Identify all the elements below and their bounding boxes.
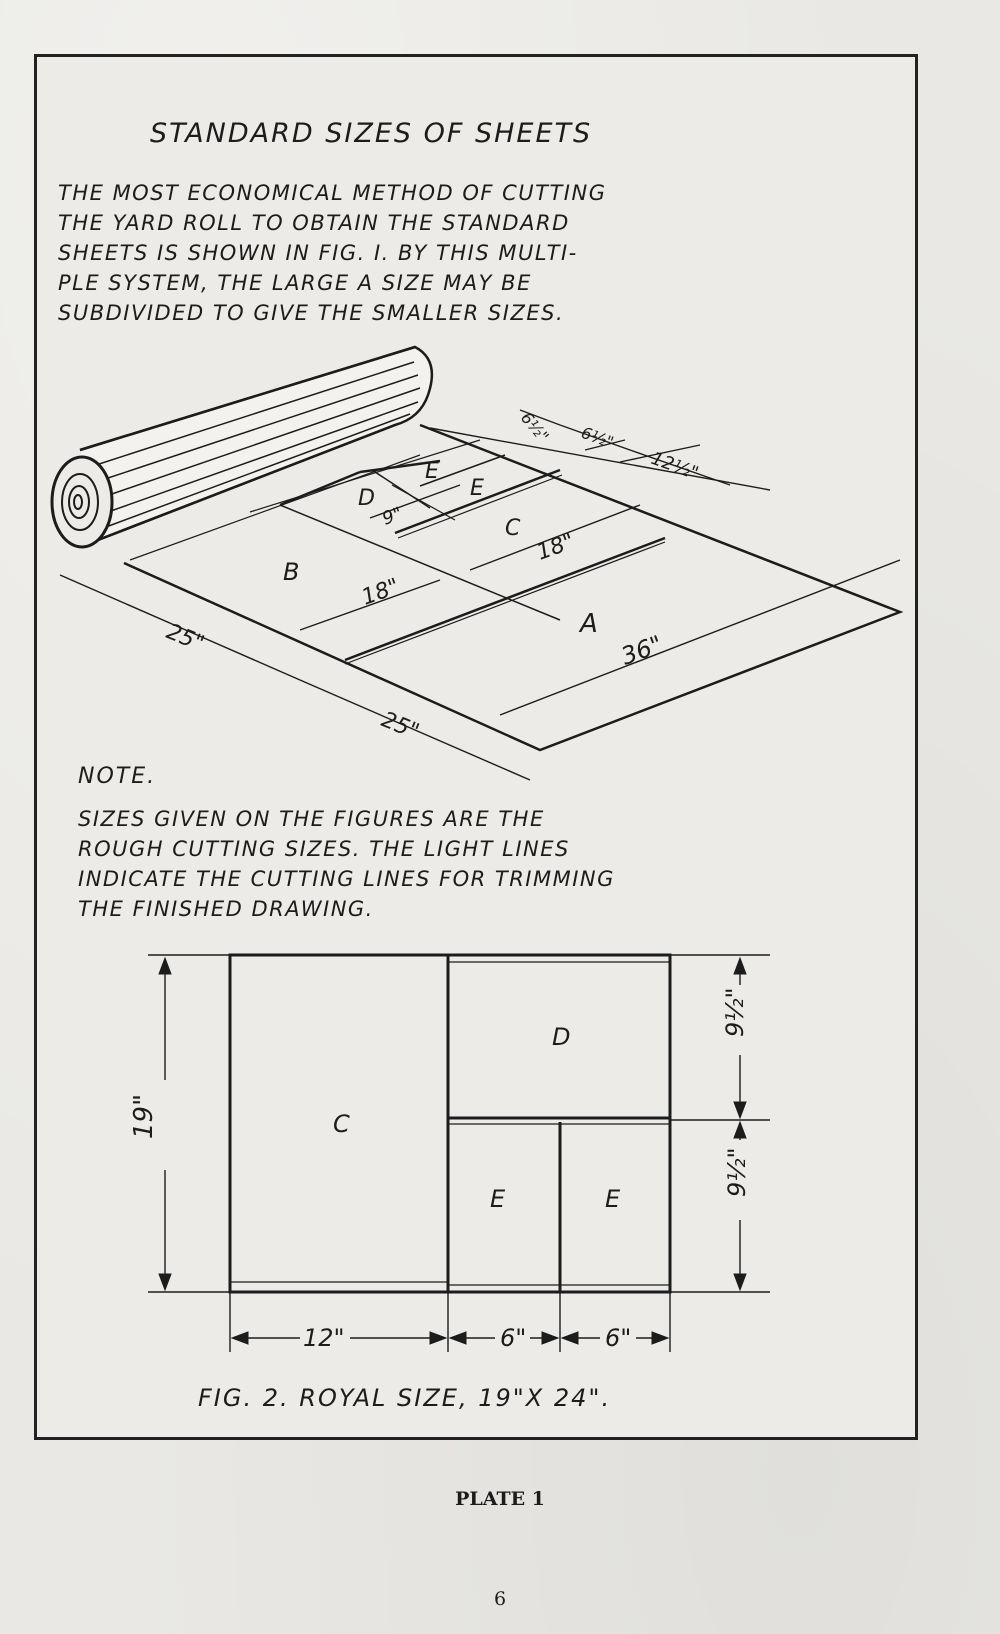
fig2-dim-upper-right: 9½" <box>721 987 749 1037</box>
fig1-label-e2: E <box>470 476 484 501</box>
page-number: 6 <box>493 1588 507 1610</box>
fig1-label-e1: E <box>425 459 439 484</box>
fig1-label-d: D <box>358 486 375 511</box>
plate-label: PLATE 1 <box>455 1488 545 1510</box>
intro-line: SHEETS IS SHOWN IN FIG. I. BY THIS MULTI… <box>58 241 578 265</box>
fig2-dim-lower-right: 9½" <box>723 1147 751 1197</box>
fig2-caption: FIG. 2. ROYAL SIZE, 19"X 24". <box>198 1384 612 1412</box>
intro-line: THE MOST ECONOMICAL METHOD OF CUTTING <box>58 181 607 205</box>
fig2-dim-bottom-right: 6" <box>605 1324 631 1352</box>
note-line: ROUGH CUTTING SIZES. THE LIGHT LINES <box>78 837 570 861</box>
fig2-label-c: C <box>333 1110 350 1138</box>
note-line: THE FINISHED DRAWING. <box>78 897 374 921</box>
fig2-label-e1: E <box>490 1185 506 1213</box>
intro-paragraph: THE MOST ECONOMICAL METHOD OF CUTTING TH… <box>58 178 908 328</box>
fig2-label-d: D <box>552 1023 570 1051</box>
note-line: SIZES GIVEN ON THE FIGURES ARE THE <box>78 807 545 831</box>
fig2-dim-height: 19" <box>129 1094 159 1139</box>
fig2-dim-bottom-left: 12" <box>303 1324 345 1352</box>
note-paragraph: SIZES GIVEN ON THE FIGURES ARE THE ROUGH… <box>78 804 898 924</box>
intro-line: THE YARD ROLL TO OBTAIN THE STANDARD <box>58 211 570 235</box>
intro-line: PLE SYSTEM, THE LARGE A SIZE MAY BE <box>58 271 532 295</box>
fig2-label-e2: E <box>605 1185 621 1213</box>
plate-title: STANDARD SIZES OF SHEETS <box>150 118 593 149</box>
note-heading: NOTE. <box>78 764 157 789</box>
fig1-label-b: B <box>283 558 299 586</box>
intro-line: SUBDIVIDED TO GIVE THE SMALLER SIZES. <box>58 301 565 325</box>
fig1-label-a: A <box>578 609 598 639</box>
note-line: INDICATE THE CUTTING LINES FOR TRIMMING <box>78 867 615 891</box>
fig1-label-c: C <box>505 516 521 541</box>
fig2-dim-bottom-mid: 6" <box>500 1324 526 1352</box>
plate-frame <box>34 54 918 1440</box>
